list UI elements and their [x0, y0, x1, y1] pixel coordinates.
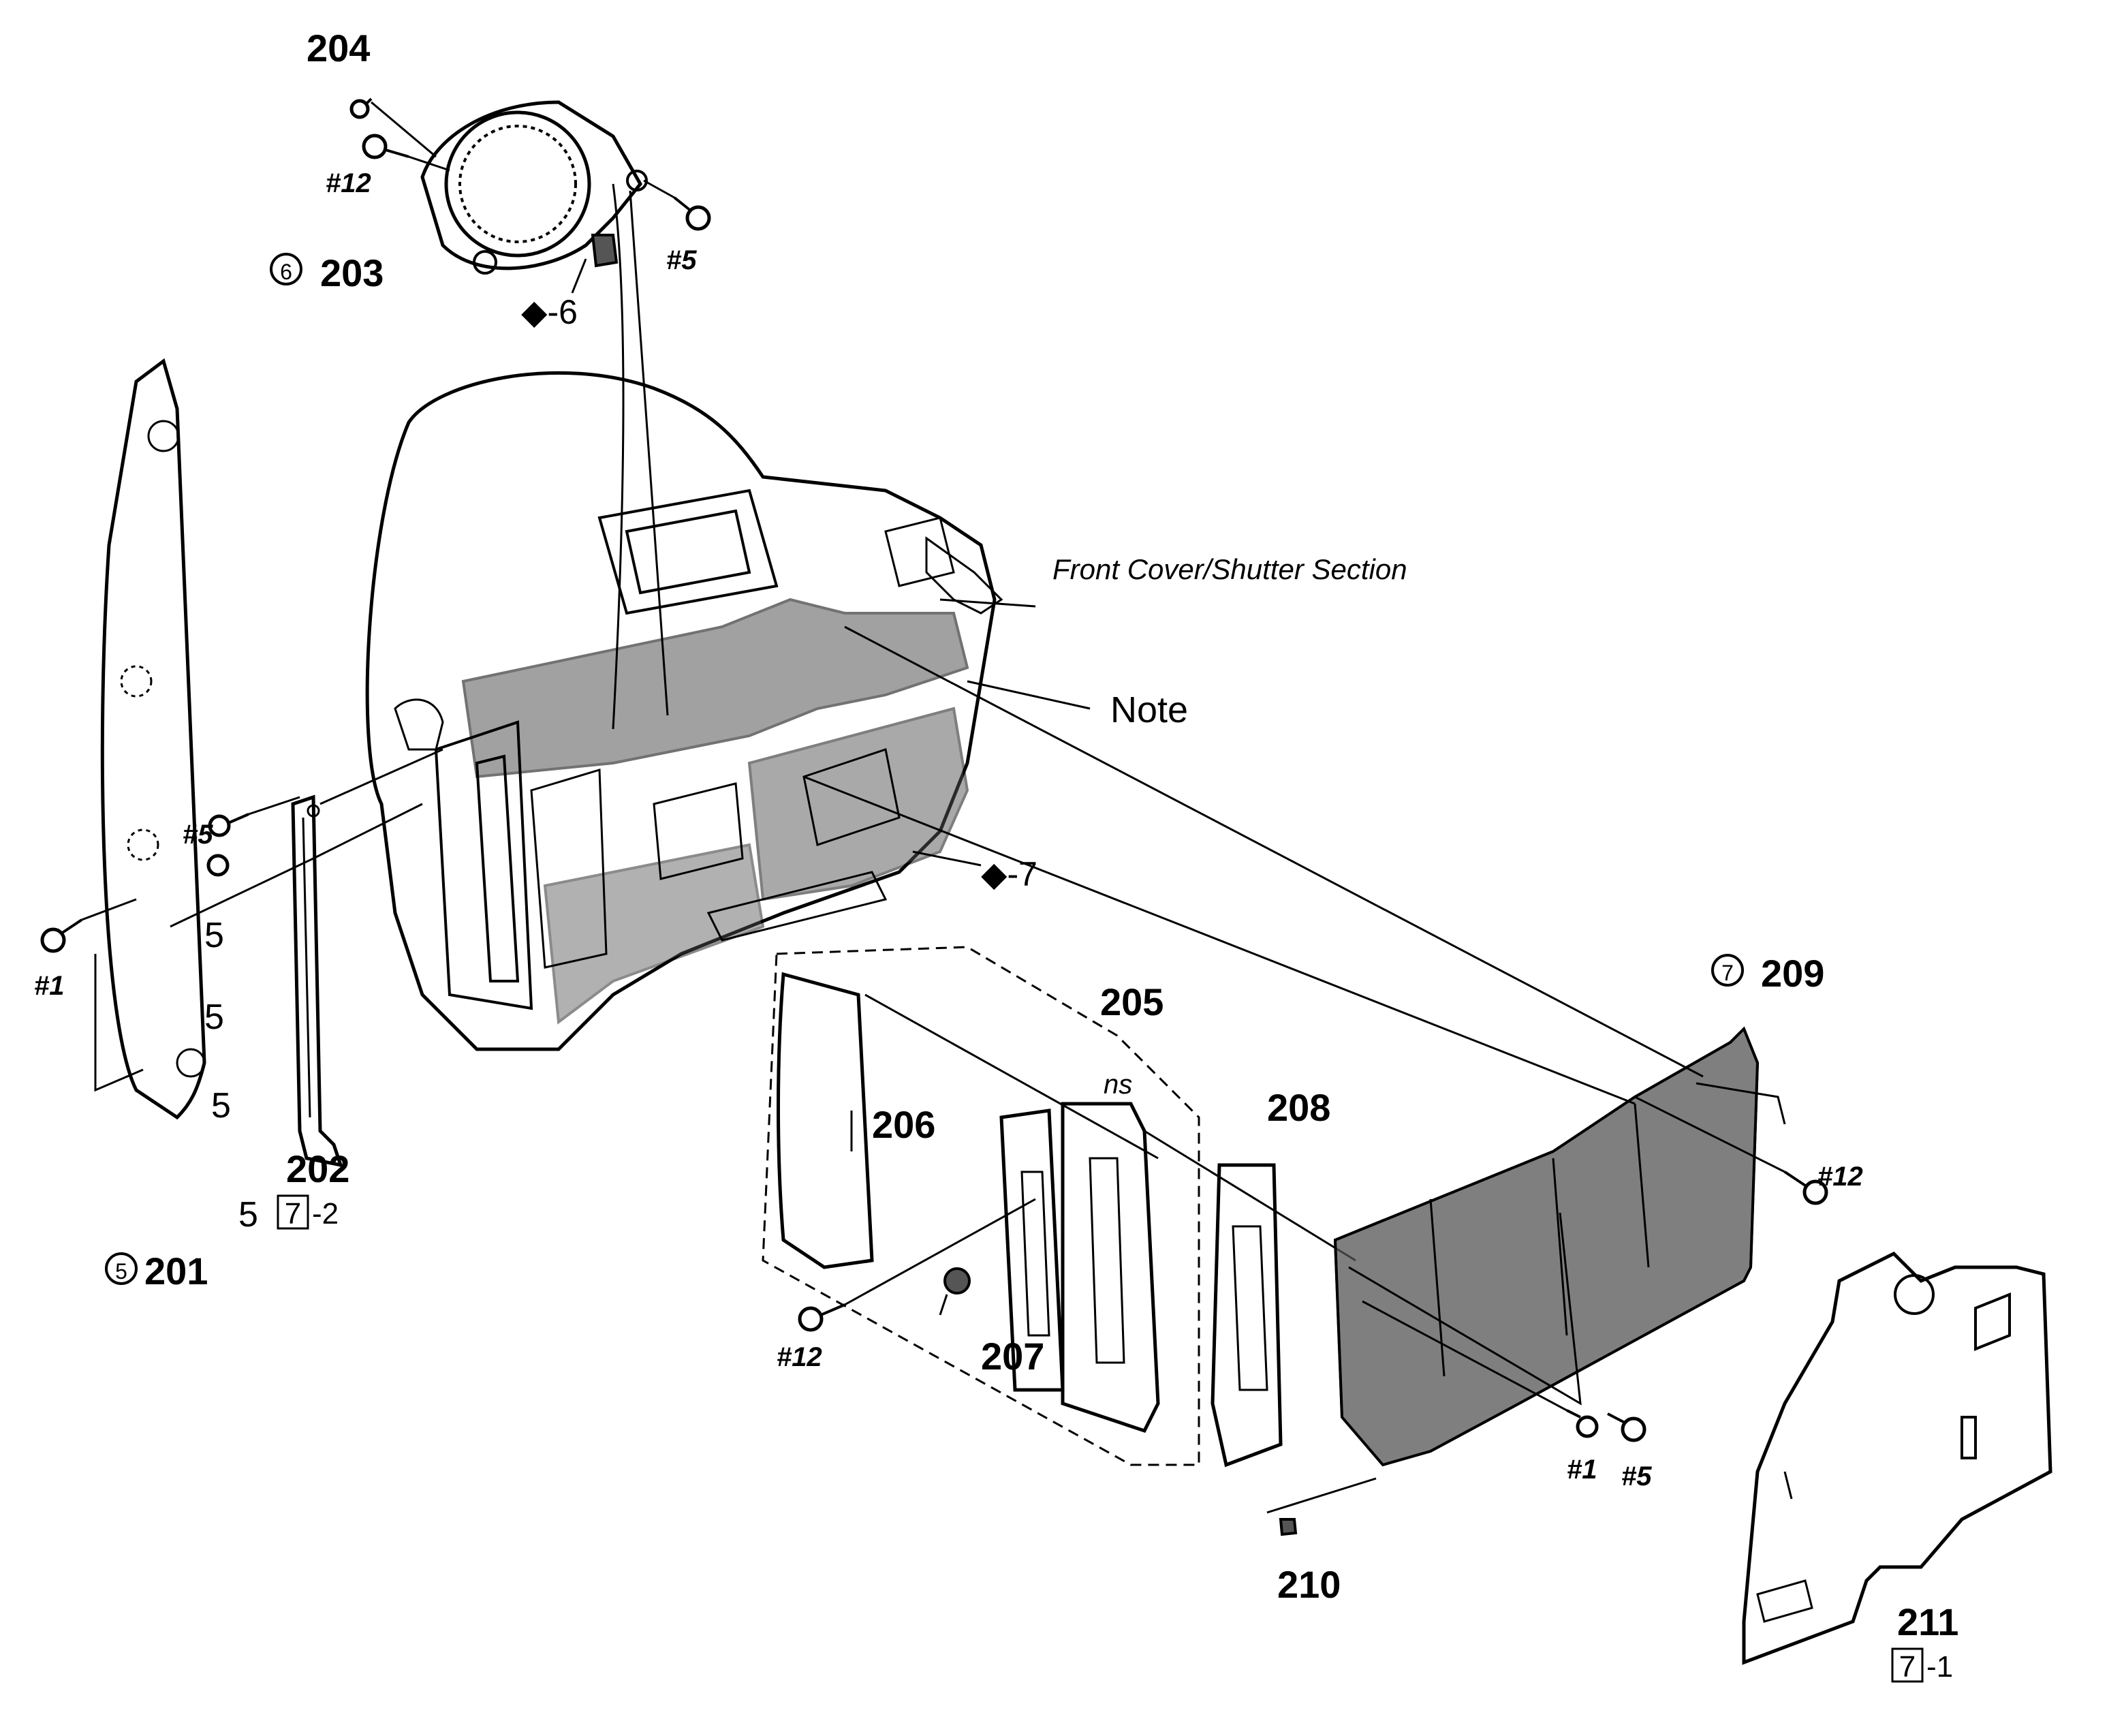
label-point-5b: 5: [204, 997, 224, 1037]
label-210: 210: [1277, 1563, 1341, 1606]
ref-211-suffix: -1: [1926, 1650, 1953, 1684]
part-206-door: [777, 972, 874, 1269]
ref-box-202-number: 7: [285, 1197, 301, 1230]
screw-204: [349, 97, 437, 158]
part-211-sheet: [1742, 1251, 2052, 1665]
part-203-dial-assembly: [420, 100, 669, 730]
label-marker-6: 6: [280, 260, 292, 284]
label-202: 202: [286, 1147, 349, 1190]
part-208-plate: [1144, 1130, 1356, 1468]
circle-marker-5: [105, 1252, 138, 1285]
circle-marker-7: [1711, 954, 1744, 987]
label-ns: ns: [1104, 1070, 1132, 1100]
label-209: 209: [1761, 952, 1824, 995]
label-204: 204: [307, 27, 370, 69]
label-screw-5-right: #5: [1621, 1461, 1652, 1491]
label-point-5c: 5: [211, 1086, 231, 1126]
label-211: 211: [1897, 1600, 1958, 1643]
label-point-5d: 5: [238, 1195, 258, 1235]
label-screw-5-top: #5: [666, 245, 697, 275]
section-title: Front Cover/Shutter Section: [1052, 553, 1407, 585]
label-diamond-6: ◆-6: [521, 293, 578, 331]
label-screw-12-right: #12: [1817, 1162, 1863, 1192]
label-206: 206: [872, 1103, 935, 1146]
part-207-spring: [939, 1267, 971, 1316]
camera-body: [365, 371, 1003, 1051]
label-screw-12-top: #12: [326, 168, 371, 198]
ref-box-202: [277, 1194, 309, 1230]
diamond-7-leader: [912, 850, 982, 867]
note-leader: [967, 680, 1091, 710]
part-202-bracket: [170, 748, 443, 1168]
screws-1-5-right: [1362, 1300, 1646, 1442]
label-screw-12-center: #12: [777, 1342, 822, 1372]
screw-5-left: [206, 796, 300, 877]
section-leader: [939, 598, 1036, 608]
ref-202-suffix: -2: [312, 1197, 339, 1230]
label-screw-5-left: #5: [183, 820, 213, 850]
part-201-side-cover: [94, 358, 206, 1120]
screw-12-right: [1634, 1096, 1828, 1205]
label-203: 203: [320, 251, 384, 294]
label-point-5a: 5: [204, 916, 224, 955]
label-205: 205: [1100, 980, 1163, 1023]
ref-box-211: [1891, 1647, 1924, 1683]
label-201: 201: [144, 1250, 208, 1292]
label-note: Note: [1110, 689, 1188, 730]
label-screw-1-left: #1: [34, 971, 65, 1001]
label-marker-5: 5: [115, 1259, 127, 1284]
part-210-connector: [1266, 1477, 1377, 1536]
part-205-frame: [864, 993, 1160, 1433]
screw-12-top: [362, 134, 450, 172]
label-marker-7: 7: [1721, 961, 1734, 985]
label-207: 207: [981, 1335, 1044, 1378]
label-208: 208: [1267, 1086, 1330, 1129]
screw-5-top: [643, 179, 711, 231]
label-screw-1-right: #1: [1567, 1455, 1597, 1485]
circle-marker-6: [270, 253, 302, 285]
label-diamond-7: ◆-7: [981, 855, 1037, 893]
diamond-6-leader: [571, 258, 587, 294]
screw-1-left: [40, 898, 137, 953]
screw-12-center: [798, 1198, 1036, 1332]
assembly-205-outline: [762, 946, 1200, 1466]
ref-box-211-number: 7: [1899, 1650, 1916, 1684]
